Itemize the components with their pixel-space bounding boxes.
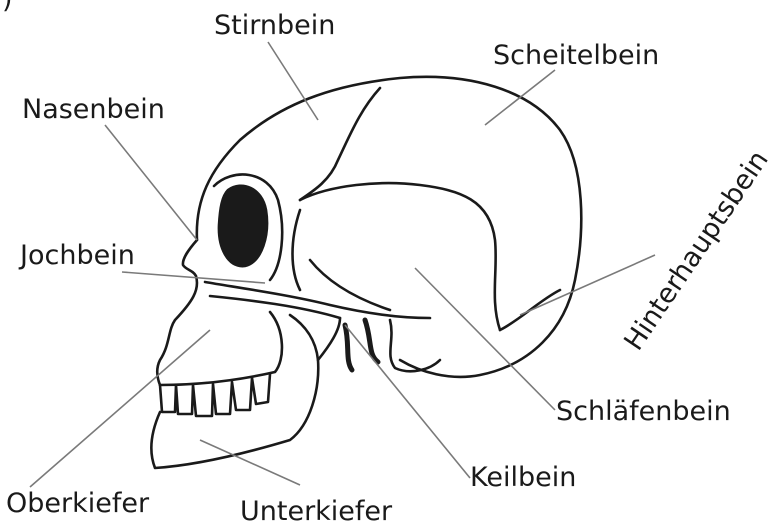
upper-jaw [160, 312, 282, 385]
label-mandible: Unterkiefer [240, 498, 392, 525]
leader-line-temporal [415, 268, 555, 410]
leader-line-sphenoid [345, 325, 470, 478]
face-profile [157, 240, 197, 385]
label-parietal-bone: Scheitelbein [493, 42, 659, 69]
leader-line-maxilla [30, 330, 210, 487]
leader-line-nasal [105, 125, 197, 240]
teeth [160, 374, 270, 416]
corner-fragment: ) [2, 0, 13, 13]
squamous-suture [300, 183, 500, 330]
label-nasal-bone: Nasenbein [22, 96, 165, 123]
leader-line-mandible [200, 440, 300, 485]
mastoid [390, 320, 440, 371]
label-frontal-bone: Stirnbein [214, 12, 335, 39]
label-temporal-bone: Schläfenbein [556, 398, 731, 425]
leader-line-parietal [485, 70, 555, 125]
leader-line-occipital [520, 255, 655, 315]
eye-socket [219, 186, 267, 266]
label-zygomatic-bone: Jochbein [20, 242, 135, 269]
label-sphenoid-bone: Keilbein [470, 464, 576, 491]
leader-line-frontal [268, 42, 318, 120]
label-maxilla: Oberkiefer [6, 490, 149, 517]
